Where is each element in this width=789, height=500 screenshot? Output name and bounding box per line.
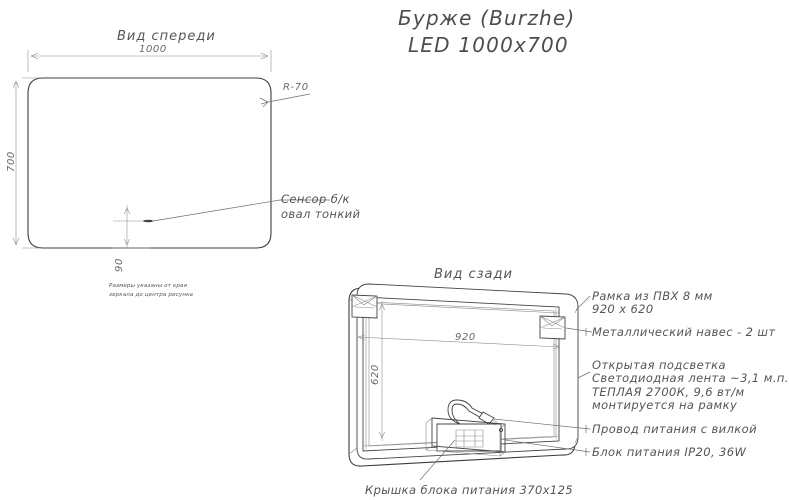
callout-hanger-label: Металлический навес - 2 шт bbox=[592, 325, 775, 339]
callout-led-line-2: Светодиодная лента ~3,1 м.п. bbox=[592, 371, 789, 385]
title-line-1: Бурже (Burzhe) bbox=[398, 6, 575, 30]
rear-view-group: Вид сзади bbox=[348, 267, 789, 497]
front-mirror-outline bbox=[27, 77, 272, 249]
rear-power-supply-unit bbox=[436, 423, 502, 452]
rear-depth-edges bbox=[348, 295, 579, 455]
sensor-label-line-2: овал тонкий bbox=[281, 207, 361, 221]
front-view-note: Размеры указаны от края зеркала до центр… bbox=[109, 283, 194, 298]
rear-power-cord bbox=[447, 399, 498, 426]
callout-hanger: Металлический навес - 2 шт bbox=[565, 325, 775, 339]
sensor-callout: Сенсор б/к овал тонкий bbox=[152, 192, 361, 222]
callout-cord-label: Провод питания с вилкой bbox=[592, 422, 757, 436]
dimension-rear-height-620: 620 bbox=[370, 301, 385, 441]
radius-callout: R-70 bbox=[259, 82, 311, 108]
dimension-height-label: 700 bbox=[6, 151, 17, 172]
radius-label: R-70 bbox=[283, 82, 309, 93]
dimension-height-700: 700 bbox=[6, 77, 40, 249]
callout-led-line-3: ТЕПЛАЯ 2700К, 9,6 вт/м bbox=[592, 385, 745, 399]
callout-led-line-4: монтируется на рамку bbox=[592, 398, 737, 412]
rear-pvc-frame-inner bbox=[368, 301, 555, 447]
callout-frame: Рамка из ПВХ 8 мм 920 х 620 bbox=[575, 289, 713, 316]
title-line-2: LED 1000x700 bbox=[408, 33, 569, 57]
rear-led-strip-top bbox=[362, 302, 560, 314]
callout-frame-line-2: 920 х 620 bbox=[592, 302, 654, 316]
callout-frame-line-1: Рамка из ПВХ 8 мм bbox=[592, 289, 713, 303]
callout-led: Открытая подсветка Светодиодная лента ~3… bbox=[577, 358, 789, 412]
rear-view-caption: Вид сзади bbox=[434, 267, 513, 282]
title-block: Бурже (Burzhe) LED 1000x700 bbox=[398, 6, 575, 57]
dimension-width-label: 1000 bbox=[139, 44, 167, 55]
callout-psu-cover: Крышка блока питания 370х125 bbox=[365, 439, 573, 497]
note-line-1: Размеры указаны от края bbox=[109, 283, 188, 289]
callout-psu: Блок питания IP20, 36W bbox=[504, 439, 746, 459]
note-line-2: зеркала до центра рисунка bbox=[109, 292, 194, 298]
callout-cord: Провод питания с вилкой bbox=[493, 418, 757, 436]
dimension-sensor-label: 90 bbox=[114, 258, 125, 272]
dimension-width-1000: 1000 bbox=[27, 44, 272, 72]
front-view-group: Вид спереди 1000 700 R-70 bbox=[6, 29, 361, 298]
rear-hanger-left bbox=[351, 294, 378, 319]
dimension-sensor-90: 90 bbox=[113, 205, 150, 272]
dimension-rear-width-label: 920 bbox=[455, 332, 476, 343]
rear-psu-cover bbox=[425, 417, 506, 457]
sensor-label-line-1: Сенсор б/к bbox=[281, 192, 350, 206]
callout-led-line-1: Открытая подсветка bbox=[592, 358, 726, 372]
callout-psu-cover-label: Крышка блока питания 370х125 bbox=[365, 483, 573, 497]
rear-pvc-frame-outer bbox=[362, 296, 560, 452]
dimension-rear-width-920: 920 bbox=[357, 332, 561, 350]
dimension-rear-height-label: 620 bbox=[370, 364, 381, 385]
front-view-caption: Вид спереди bbox=[117, 29, 216, 44]
callout-psu-label: Блок питания IP20, 36W bbox=[592, 445, 746, 459]
rear-hanger-right bbox=[539, 315, 566, 340]
